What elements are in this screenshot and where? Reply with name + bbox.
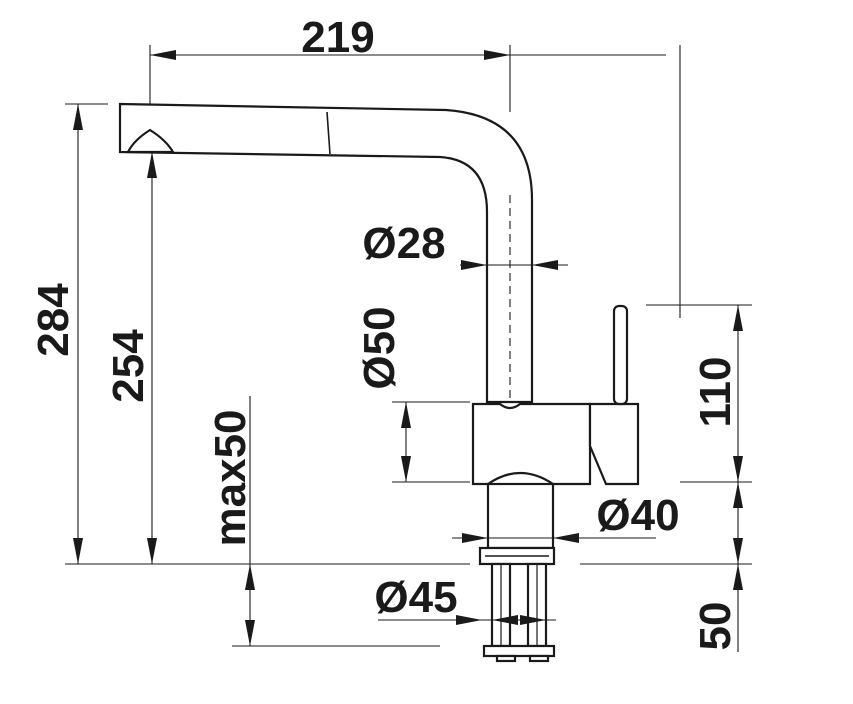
nut-left — [495, 654, 517, 663]
label-lever-height-110: 110 — [691, 357, 740, 428]
aerator — [126, 128, 175, 154]
dimension-labels: 219 284 254 max50 Ø28 Ø50 Ø40 Ø45 110 50 — [29, 13, 740, 650]
lever-housing — [588, 402, 640, 486]
label-height-284: 284 — [29, 283, 78, 357]
label-spout-diameter-28: Ø28 — [362, 219, 445, 268]
faucet-body — [471, 402, 592, 486]
faucet-base — [486, 482, 555, 550]
dimension-lines — [65, 45, 752, 652]
faucet-outline — [118, 102, 640, 663]
label-height-254: 254 — [104, 329, 153, 403]
label-body-diameter-50: Ø50 — [355, 306, 404, 389]
label-width-219: 219 — [301, 13, 374, 62]
nut-right — [528, 654, 550, 663]
spout-joint — [326, 111, 331, 155]
spout — [118, 102, 534, 404]
lever-handle — [612, 304, 629, 406]
bottom-washer — [482, 644, 556, 658]
label-shank-diameter-45: Ø45 — [374, 573, 457, 622]
arrowheads — [73, 50, 743, 646]
label-max-50: max50 — [206, 409, 255, 546]
label-base-diameter-40: Ø40 — [596, 491, 679, 540]
label-shank-length-50: 50 — [691, 602, 740, 651]
